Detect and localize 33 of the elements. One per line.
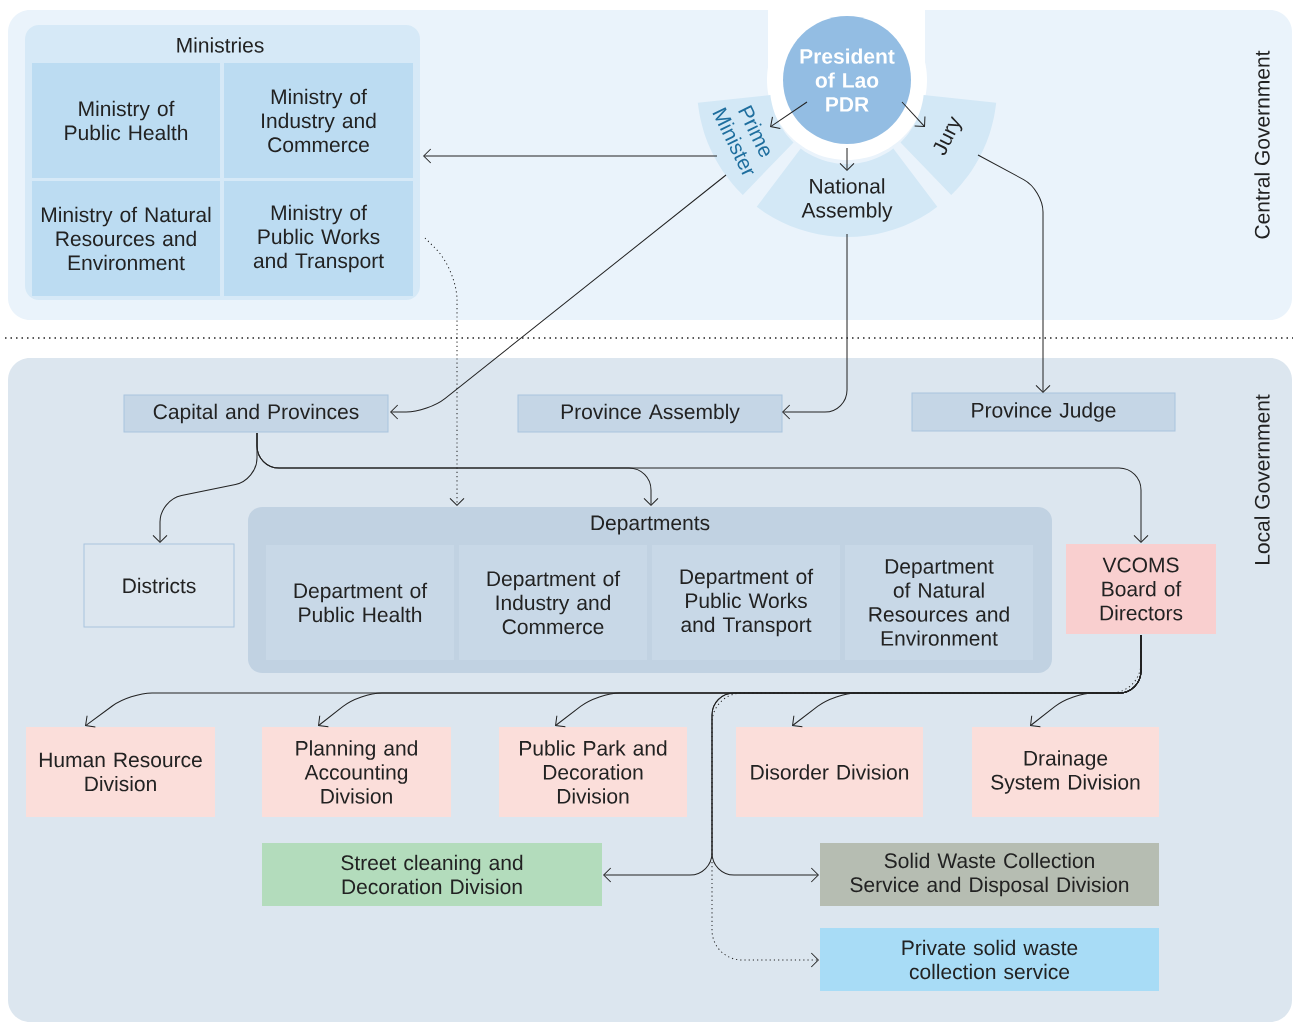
box: Ministry of Industry and Commerce bbox=[224, 63, 413, 178]
arrow bbox=[782, 233, 848, 420]
box: Province Judge bbox=[911, 392, 1176, 432]
box: Province Assembly bbox=[517, 394, 783, 433]
arrow bbox=[839, 147, 855, 171]
box: Planning and Accounting Division bbox=[262, 727, 451, 817]
arrow bbox=[901, 101, 926, 127]
arrow bbox=[423, 148, 718, 164]
box: Districts bbox=[83, 543, 235, 628]
box: VCOMS Board of Directors bbox=[1066, 544, 1216, 634]
box: Department of Industry and Commerce bbox=[459, 545, 647, 660]
box: Street cleaning and Decoration Division bbox=[262, 843, 602, 906]
box: Ministry of Natural Resources and Environment bbox=[32, 181, 220, 296]
arrow bbox=[711, 634, 1142, 883]
arrow bbox=[711, 634, 1142, 968]
box: Drainage System Division bbox=[972, 727, 1159, 817]
box: Department of Public Works and Transport bbox=[652, 545, 840, 660]
box: Solid Waste Collection Service and Disposal Division bbox=[820, 843, 1159, 906]
box: Human Resource Division bbox=[26, 727, 215, 817]
box: Department of Public Health bbox=[266, 545, 454, 660]
box: Department of Natural Resources and Environment bbox=[845, 545, 1033, 660]
box: Private solid waste collection service bbox=[820, 928, 1159, 991]
box: Public Park and Decoration Division bbox=[499, 727, 687, 817]
box: Disorder Division bbox=[736, 727, 923, 817]
arrow bbox=[977, 154, 1051, 393]
arrow bbox=[424, 237, 465, 506]
box: Capital and Provinces bbox=[123, 394, 389, 433]
arrow bbox=[390, 174, 727, 420]
arrow bbox=[256, 432, 1149, 543]
arc-segment: Jury bbox=[900, 95, 997, 195]
arrow bbox=[770, 101, 808, 129]
box: Ministry of Public Health bbox=[32, 63, 220, 178]
box: Ministry of Public Works and Transport bbox=[224, 181, 413, 296]
